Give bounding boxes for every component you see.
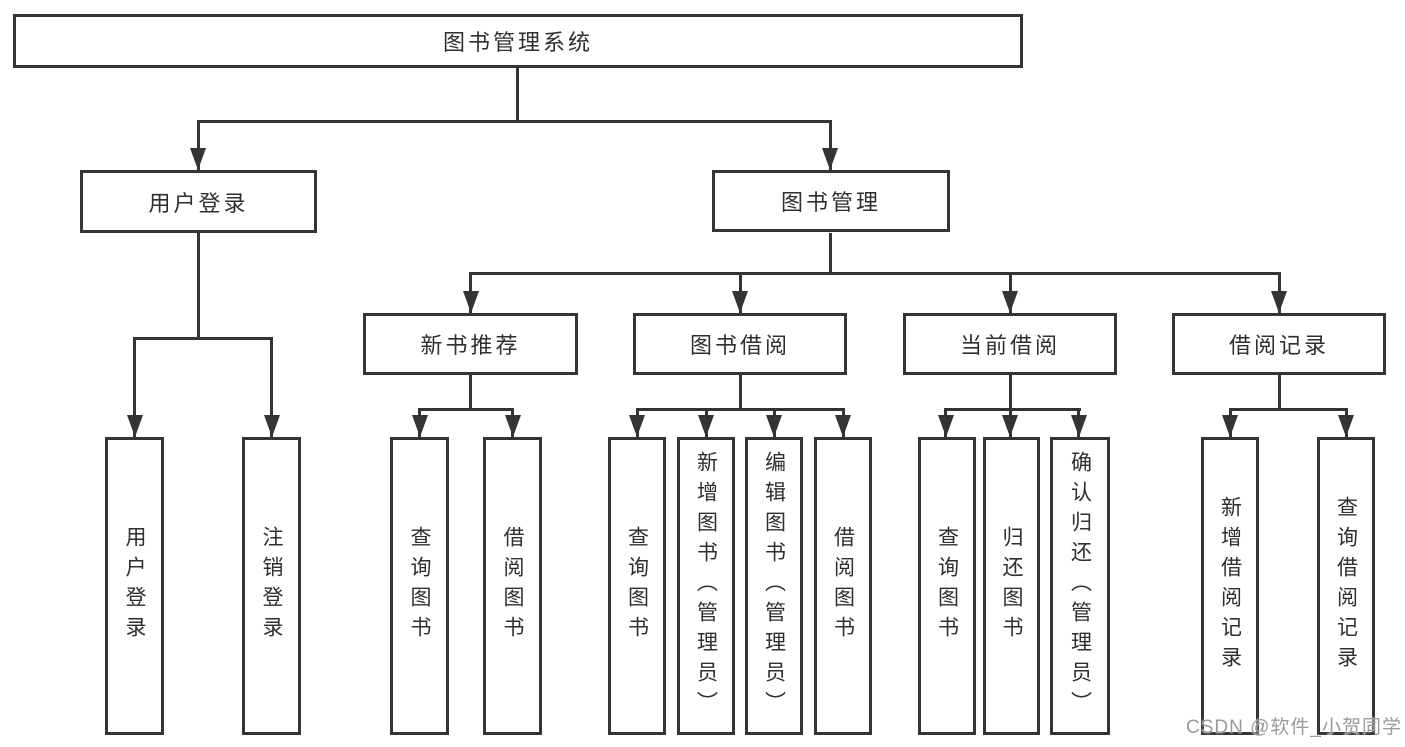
leaf-query-books-borrowing: 查询图书: [608, 437, 666, 735]
node-root: 图书管理系统: [13, 14, 1023, 68]
connector-arrow-borrowing-records: [1271, 272, 1287, 313]
connector-book-borrowing-stem: [738, 375, 742, 408]
connector-borrowing-records-hline: [1228, 408, 1348, 411]
leaf-edit-books-admin-label: 编辑图书（管理员）: [762, 451, 786, 721]
leaf-user-login-label: 用户登录: [123, 526, 146, 646]
leaf-query-borrow-record-label: 查询借阅记录: [1334, 496, 1358, 676]
connector-arrow-logout-leaf: [263, 337, 280, 437]
csdn-watermark: CSDN @软件_小贺同学: [1186, 717, 1402, 738]
leaf-user-login: 用户登录: [105, 437, 164, 735]
connector-arrow-borrow-books-borrowing: [835, 408, 851, 437]
leaf-borrow-books-borrowing: 借阅图书: [814, 437, 872, 735]
connector-arrow-book-management: [822, 120, 838, 170]
node-book-management: 图书管理: [712, 170, 950, 232]
leaf-borrow-books-recommend: 借阅图书: [483, 437, 542, 735]
connector-arrow-query-books-borrowing: [629, 408, 645, 437]
connector-current-borrowing-hline: [944, 408, 1081, 411]
leaf-confirm-return-admin: 确认归还（管理员）: [1050, 437, 1110, 735]
leaf-query-borrow-record: 查询借阅记录: [1317, 437, 1375, 735]
connector-root-stem: [515, 68, 519, 120]
leaf-logout: 注销登录: [242, 437, 301, 735]
leaf-return-books-label: 归还图书: [1000, 526, 1023, 646]
node-new-book-recommend-label: 新书推荐: [420, 333, 521, 358]
connector-arrow-borrow-books-recommend: [504, 408, 521, 437]
node-user-login: 用户登录: [80, 170, 317, 233]
node-borrowing-records-label: 借阅记录: [1228, 333, 1329, 358]
leaf-add-books-admin-label: 新增图书（管理员）: [694, 451, 718, 721]
connector-borrowing-records-stem: [1277, 375, 1281, 408]
node-current-borrowing: 当前借阅: [903, 313, 1117, 375]
node-user-login-label: 用户登录: [148, 190, 249, 216]
node-book-borrowing: 图书借阅: [633, 313, 847, 375]
leaf-query-books-current-label: 查询图书: [935, 526, 959, 646]
node-current-borrowing-label: 当前借阅: [959, 333, 1060, 358]
connector-current-borrowing-stem: [1008, 375, 1012, 408]
connector-arrow-return-books: [1002, 408, 1018, 437]
connector-arrow-query-borrow-record: [1338, 408, 1354, 437]
leaf-borrow-books-recommend-label: 借阅图书: [501, 526, 524, 646]
leaf-query-books-recommend: 查询图书: [390, 437, 449, 735]
connector-arrow-new-book-recommend: [462, 272, 479, 313]
node-new-book-recommend: 新书推荐: [363, 313, 578, 375]
connector-arrow-user-login-leaf: [126, 337, 143, 437]
node-root-label: 图书管理系统: [442, 30, 593, 55]
node-borrowing-records: 借阅记录: [1172, 313, 1386, 375]
connector-arrow-confirm-return-admin: [1070, 408, 1087, 437]
node-book-borrowing-label: 图书借阅: [689, 333, 790, 358]
connector-arrow-add-books-admin: [698, 408, 714, 437]
connector-arrow-add-borrow-record: [1222, 408, 1238, 437]
leaf-confirm-return-admin-label: 确认归还（管理员）: [1068, 451, 1092, 721]
node-book-management-label: 图书管理: [780, 190, 881, 215]
leaf-query-books-recommend-label: 查询图书: [408, 526, 431, 646]
leaf-return-books: 归还图书: [983, 437, 1040, 735]
connector-arrow-query-books-current: [937, 408, 954, 437]
leaf-add-borrow-record-label: 新增借阅记录: [1218, 496, 1242, 676]
connector-new-book-recommend-hline: [418, 408, 514, 411]
connector-book-borrowing-hline: [635, 408, 845, 411]
connector-user-login-hline: [133, 337, 273, 340]
connector-arrow-book-borrowing: [732, 272, 748, 313]
leaf-borrow-books-borrowing-label: 借阅图书: [831, 526, 855, 646]
connector-root-hline: [196, 120, 832, 123]
leaf-add-books-admin: 新增图书（管理员）: [677, 437, 735, 735]
connector-arrow-current-borrowing: [1002, 272, 1018, 313]
connector-user-login-stem: [196, 233, 200, 337]
leaf-query-books-current: 查询图书: [918, 437, 976, 735]
connector-arrow-user-login: [190, 120, 206, 170]
connector-new-book-recommend-stem: [469, 375, 472, 408]
leaf-add-borrow-record: 新增借阅记录: [1201, 437, 1259, 735]
leaf-query-books-borrowing-label: 查询图书: [625, 526, 649, 646]
leaf-edit-books-admin: 编辑图书（管理员）: [745, 437, 803, 735]
connector-level3-hline: [468, 272, 1281, 275]
connector-arrow-edit-books-admin: [766, 408, 782, 437]
connector-arrow-query-books-recommend: [411, 408, 428, 437]
connector-book-management-stem: [828, 233, 832, 272]
leaf-logout-label: 注销登录: [260, 526, 283, 646]
